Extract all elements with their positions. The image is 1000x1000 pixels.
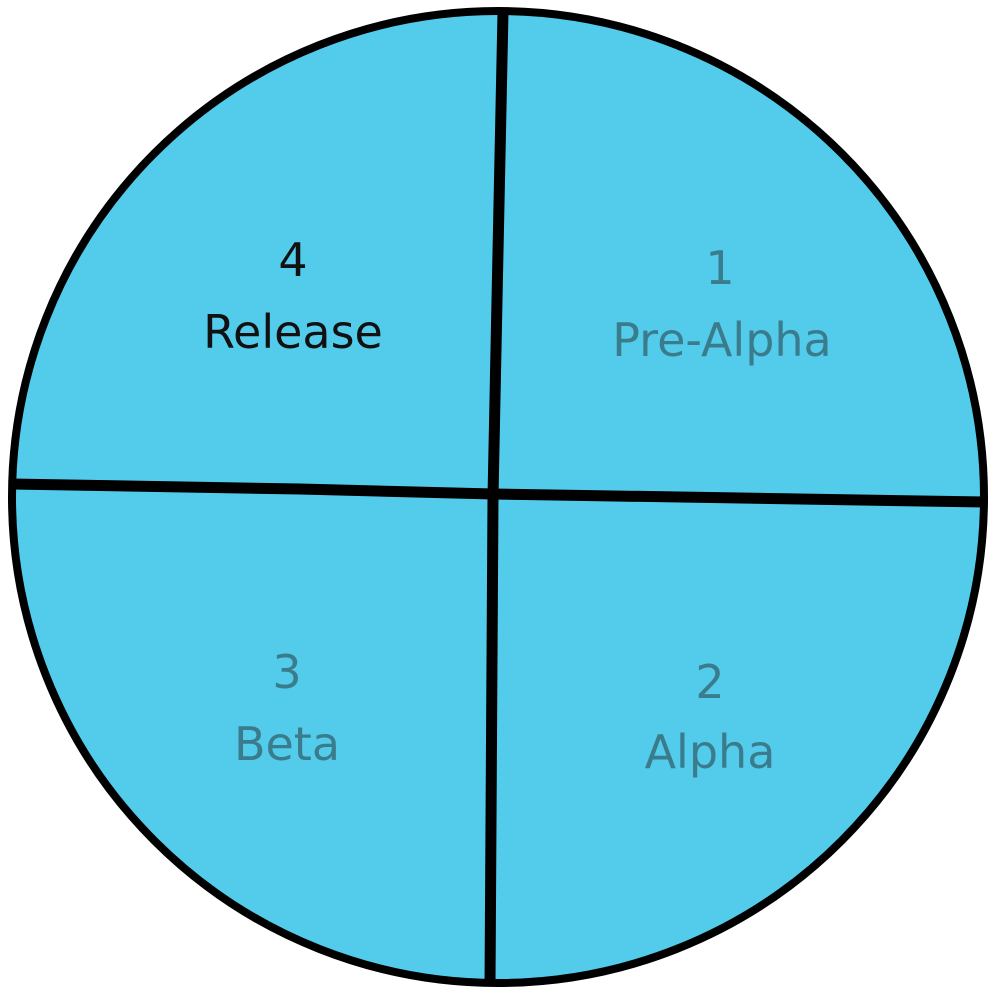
quadrant-stage: Pre-Alpha bbox=[612, 313, 832, 367]
quadrant-bottom-right: 2 Alpha bbox=[645, 655, 776, 779]
quadrant-stage: Release bbox=[203, 305, 383, 359]
quadrant-stage: Beta bbox=[234, 717, 340, 771]
quadrant-number: 1 bbox=[705, 241, 734, 295]
quadrant-bottom-left: 3 Beta bbox=[234, 645, 340, 771]
vertical-divider bbox=[484, 11, 509, 986]
quadrant-number: 3 bbox=[272, 645, 301, 699]
horizontal-divider bbox=[11, 478, 986, 508]
quadrant-top-left: 4 Release bbox=[203, 233, 383, 359]
quadrant-stage: Alpha bbox=[645, 725, 776, 779]
quadrant-number: 4 bbox=[278, 233, 307, 287]
quadrant-number: 2 bbox=[695, 655, 724, 709]
quadrant-top-right: 1 Pre-Alpha bbox=[612, 241, 832, 367]
